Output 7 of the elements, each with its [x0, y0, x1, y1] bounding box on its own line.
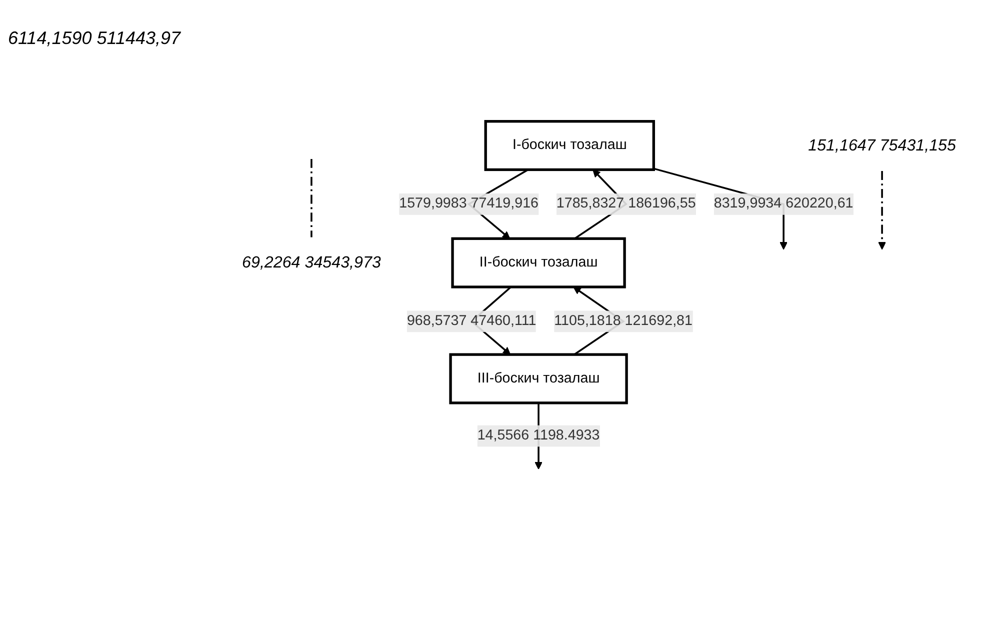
dash-dot-arrow [878, 171, 886, 250]
flow-value: 69,2264 34543,973 [242, 253, 381, 272]
process-box: II-боскич тозалаш [451, 237, 626, 288]
process-box: III-боскич тозалаш [449, 353, 628, 404]
process-box: I-боскич тозалаш [484, 120, 655, 172]
flow-value: 6114,1590 511443,97 [8, 28, 182, 49]
flow-value: 151,1647 75431,155 [808, 136, 956, 154]
